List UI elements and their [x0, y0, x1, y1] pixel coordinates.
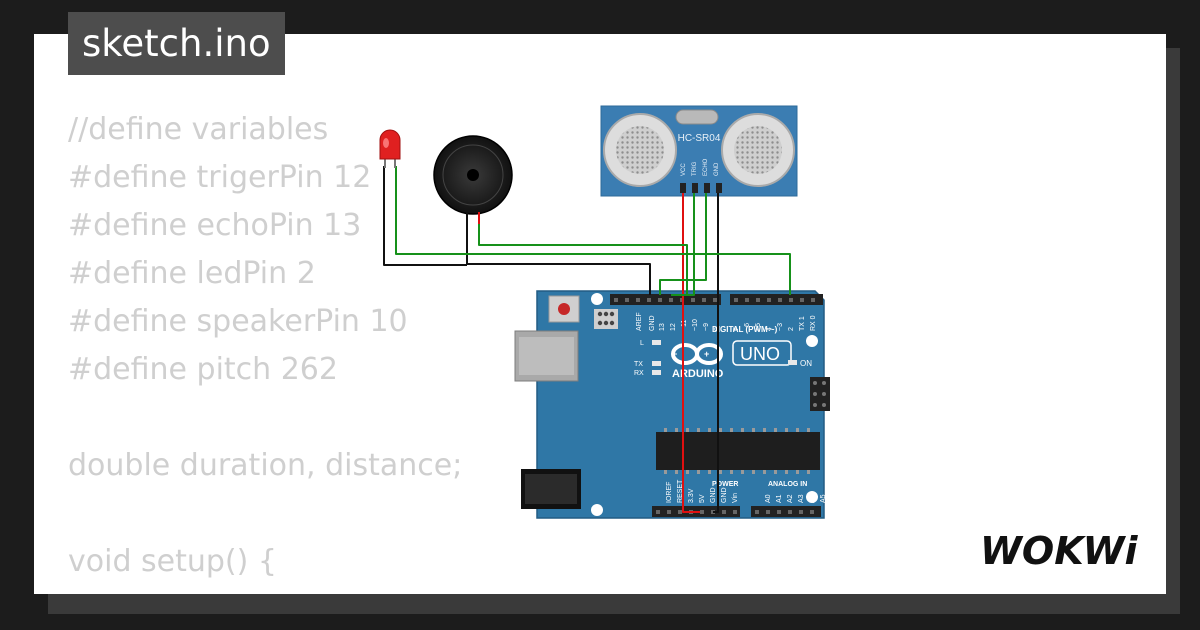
hc-sr04-sensor[interactable]: HC-SR04 VCC TRIG ECHO GND	[600, 105, 798, 197]
svg-text:−: −	[672, 349, 677, 359]
sensor-pin-label-gnd: GND	[714, 162, 720, 176]
svg-text:RX 0: RX 0	[810, 315, 817, 331]
svg-text:GND: GND	[710, 487, 717, 503]
atmega-chip	[656, 432, 820, 470]
wokwi-logo-text: WOKWi	[980, 529, 1139, 573]
preview-card: //define variables #define trigerPin 12 #d…	[34, 34, 1166, 594]
mounting-hole	[591, 293, 603, 305]
svg-text:~3: ~3	[777, 323, 784, 331]
wire-green-trig	[671, 193, 695, 296]
mounting-hole	[806, 491, 818, 503]
svg-text:A4: A4	[809, 494, 816, 503]
sensor-pin-label-echo: ECHO	[703, 158, 709, 176]
power-label: POWER	[712, 481, 738, 488]
wokwi-logo: WOKWi	[980, 529, 1139, 573]
digital-pwm-label: DIGITAL (PWM ~)	[712, 325, 778, 334]
svg-text:A0: A0	[765, 494, 772, 503]
wires	[383, 166, 791, 513]
mounting-hole	[591, 504, 603, 516]
sensor-pin-label-vcc: VCC	[681, 163, 687, 176]
uno-badge	[732, 340, 792, 366]
piezo-buzzer[interactable]	[433, 135, 513, 224]
svg-text:Vin: Vin	[732, 493, 739, 503]
svg-text:5V: 5V	[699, 494, 706, 503]
svg-text:AREF: AREF	[636, 312, 643, 331]
svg-text:+: +	[704, 349, 709, 359]
svg-text:~5: ~5	[755, 323, 762, 331]
svg-text:2: 2	[788, 327, 795, 331]
wire-black-speaker	[466, 214, 651, 295]
sensor-pin-gnd	[716, 183, 722, 193]
wire-black-gnd	[713, 193, 719, 513]
arduino-brand: ARDUINO	[672, 368, 724, 380]
svg-text:GND: GND	[721, 487, 728, 503]
wire-black-led	[383, 166, 467, 266]
mounting-hole	[806, 335, 818, 347]
svg-text:~9: ~9	[703, 323, 710, 331]
code-line: #define ledPin 2	[68, 256, 316, 291]
code-line: #define speakerPin 10	[68, 304, 408, 339]
led-rx-label: RX	[634, 370, 644, 377]
power-pin-labels: IOREF RESET 3.3V 5V GND GND Vin	[666, 479, 739, 503]
svg-text:~11: ~11	[681, 320, 688, 331]
led-on	[788, 360, 797, 365]
svg-text:13: 13	[659, 323, 666, 331]
led-rx	[652, 370, 661, 375]
code-line: #define trigerPin 12	[68, 160, 372, 195]
sensor-pin-vcc	[680, 183, 686, 193]
led-l-label: L	[640, 340, 644, 347]
svg-text:TX 1: TX 1	[799, 316, 806, 331]
svg-text:A5: A5	[820, 494, 827, 503]
icsp-header	[594, 309, 618, 329]
svg-text:~6: ~6	[744, 323, 751, 331]
svg-text:4: 4	[766, 327, 773, 331]
circuit-diagram: HC-SR04 VCC TRIG ECHO GND	[379, 105, 830, 519]
led-tx-label: TX	[634, 361, 643, 368]
code-preview: //define variables #define trigerPin 12 #d…	[68, 106, 697, 594]
sensor-pin-label-trig: TRIG	[692, 161, 698, 176]
svg-text:IOREF: IOREF	[666, 482, 673, 503]
wire-green-echo	[659, 193, 707, 295]
arduino-model: UNO	[740, 344, 780, 364]
sensor-pin-labels: VCC TRIG ECHO GND	[681, 158, 720, 176]
code-line: #define pitch 262	[68, 352, 338, 387]
code-line: double duration, distance;	[68, 448, 463, 483]
analog-label: ANALOG IN	[768, 481, 807, 488]
sensor-pin-echo	[704, 183, 710, 193]
led-tx	[652, 361, 661, 366]
digital-header-right	[730, 294, 823, 305]
analog-pin-labels: A0 A1 A2 A3 A4 A5	[765, 494, 827, 503]
file-tab-sketch[interactable]: sketch.ino	[68, 12, 285, 75]
wire-green-speaker	[478, 214, 688, 295]
analog-header	[751, 506, 821, 517]
svg-text:RESET: RESET	[677, 479, 684, 503]
wire-red-vcc	[682, 193, 700, 513]
svg-text:~10: ~10	[692, 319, 699, 331]
svg-text:GND: GND	[649, 315, 656, 331]
red-led[interactable]	[379, 129, 401, 168]
svg-text:A2: A2	[787, 494, 794, 503]
digital-pin-labels: AREF GND 13 12 ~11 ~10 ~9 8 7 ~6 ~5 4 ~3…	[636, 312, 817, 331]
digital-header-left	[610, 294, 721, 305]
arduino-uno-board[interactable]: AREF GND 13 12 ~11 ~10 ~9 8 7 ~6 ~5 4 ~3…	[514, 290, 830, 519]
code-line: //define variables	[68, 112, 329, 147]
led-l	[652, 340, 661, 345]
led-on-label: ON	[800, 359, 812, 368]
svg-text:12: 12	[670, 323, 677, 331]
sensor-pin-trig	[692, 183, 698, 193]
svg-text:3.3V: 3.3V	[688, 488, 695, 503]
code-line: // put your setup code here, to run once…	[68, 586, 697, 594]
icsp-header-2	[810, 377, 830, 411]
svg-text:A3: A3	[798, 494, 805, 503]
code-line: void setup() {	[68, 544, 277, 579]
sensor-model-label: HC-SR04	[678, 133, 721, 144]
arduino-infinity-logo	[671, 343, 723, 365]
svg-text:A1: A1	[776, 494, 783, 503]
wire-green-led	[395, 166, 791, 295]
code-line: #define echoPin 13	[68, 208, 362, 243]
svg-text:7: 7	[733, 327, 740, 331]
